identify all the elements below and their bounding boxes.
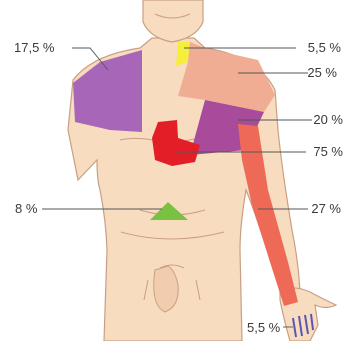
zone-shoulder-left <box>73 50 142 132</box>
label-heart: 75 % <box>313 144 343 159</box>
label-shoulder-right: 25 % <box>307 65 337 80</box>
label-arm: 27 % <box>311 201 341 216</box>
label-shoulder-left: 17,5 % <box>14 40 54 55</box>
label-neck: 5,5 % <box>308 40 341 55</box>
label-fingers: 5,5 % <box>247 320 280 335</box>
label-stomach: 8 % <box>15 201 37 216</box>
label-chest-upper: 20 % <box>313 112 343 127</box>
groin-outline <box>154 266 178 312</box>
